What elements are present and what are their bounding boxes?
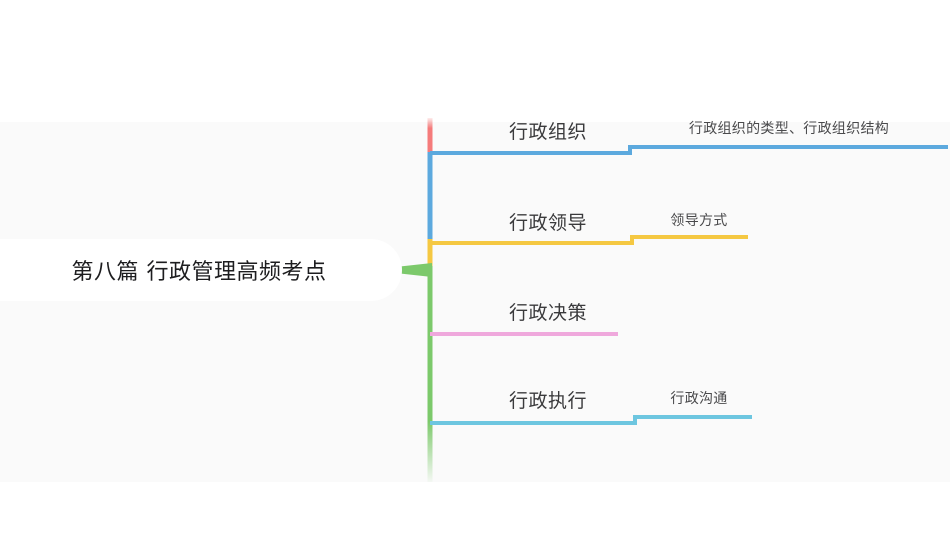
trunk-segment-red xyxy=(427,118,433,152)
trunk-segment-blue xyxy=(427,152,433,239)
trunk-segment-green xyxy=(427,266,433,482)
trunk-segment-yellow xyxy=(427,239,433,266)
branch-administrative-organization-label[interactable]: 行政组织 xyxy=(508,121,588,143)
branch-administrative-execution-line xyxy=(430,415,752,425)
branch-administrative-decision-label[interactable]: 行政决策 xyxy=(508,302,588,324)
child-leadership-style-label[interactable]: 领导方式 xyxy=(670,213,728,229)
branch-administrative-execution-label[interactable]: 行政执行 xyxy=(508,390,588,412)
root-node[interactable]: 第八篇 行政管理高频考点 xyxy=(0,239,402,301)
branch-administrative-leadership-label[interactable]: 行政领导 xyxy=(508,212,588,234)
child-organization-types-label[interactable]: 行政组织的类型、行政组织结构 xyxy=(688,121,890,137)
root-node-label: 第八篇 行政管理高频考点 xyxy=(71,260,327,285)
root-to-trunk-connector xyxy=(400,263,432,277)
child-administrative-communication-label[interactable]: 行政沟通 xyxy=(670,391,728,407)
branch-administrative-leadership-line xyxy=(430,235,748,245)
branch-administrative-organization-line xyxy=(430,145,948,155)
